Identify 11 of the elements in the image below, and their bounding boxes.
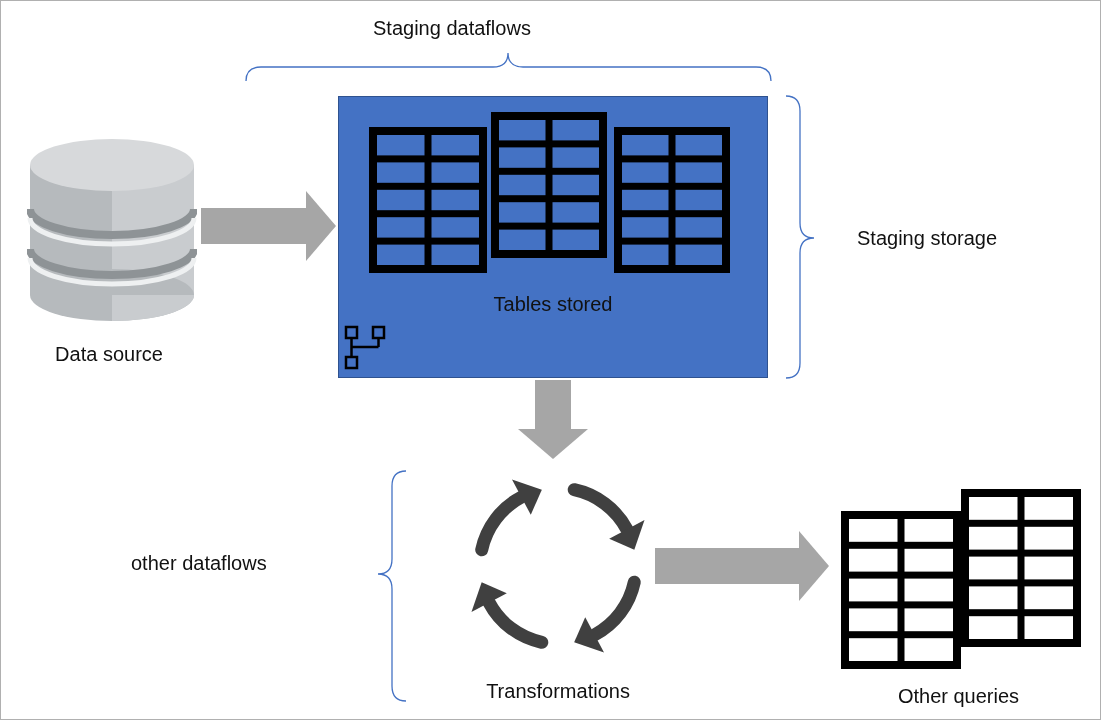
annotation-label: Staging dataflows bbox=[373, 17, 531, 40]
arrow bbox=[655, 531, 829, 601]
node-label: Transformations bbox=[486, 679, 630, 703]
annotation-label: other dataflows bbox=[131, 552, 267, 575]
node-label: Data source bbox=[55, 342, 163, 366]
arrow bbox=[201, 191, 336, 261]
storage-panel bbox=[338, 96, 768, 378]
node-label: Tables stored bbox=[493, 292, 613, 316]
node-label: Other queries bbox=[897, 684, 1020, 708]
arrow bbox=[518, 380, 588, 459]
annotation-label: Staging storage bbox=[857, 227, 998, 250]
